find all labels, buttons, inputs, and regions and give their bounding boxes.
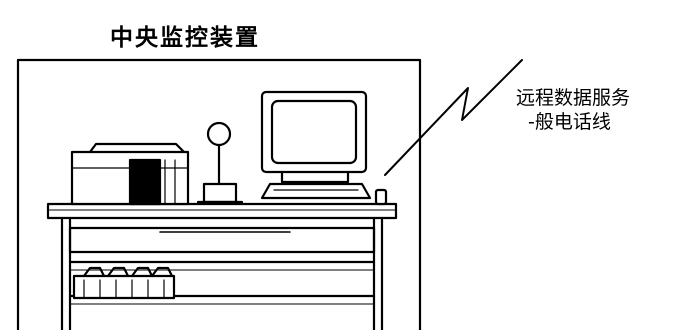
desk-top — [46, 202, 398, 220]
lower-shelf-devices — [72, 266, 176, 300]
remote-label-line-1: 远程数据服务 — [516, 87, 631, 109]
room-frame — [16, 58, 422, 330]
remote-service-label: 远程数据服务 -般电话线 — [516, 86, 630, 134]
desk-drawer — [68, 226, 376, 254]
keyboard-icon — [260, 182, 372, 200]
remote-label-line-2: -般电话线 — [528, 111, 611, 133]
joystick-icon — [196, 121, 244, 204]
phone-line-bolt-icon — [384, 59, 523, 176]
phone-jack — [374, 188, 388, 206]
printer-icon — [70, 142, 190, 206]
diagram-title: 中央监控装置 — [110, 25, 260, 51]
monitor-icon — [260, 90, 368, 184]
